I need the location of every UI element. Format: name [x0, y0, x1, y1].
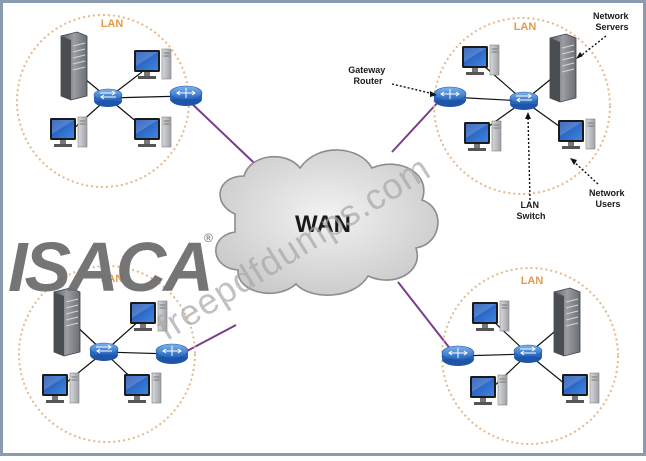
server-icon [553, 287, 581, 357]
callout-gateway-router: Gateway Router [348, 65, 388, 86]
gateway-router-icon [441, 345, 475, 367]
gateway-router-icon [433, 86, 467, 108]
lan-label: LAN [101, 273, 124, 285]
server-icon [60, 31, 88, 101]
registered-mark: ® [204, 231, 213, 245]
pointer-network-users [571, 159, 599, 185]
callout-lan-switch: LAN Switch [516, 200, 545, 221]
lan-label: LAN [521, 275, 544, 287]
lan-switch-icon [93, 88, 123, 108]
lan-top-left: LAN [16, 14, 203, 188]
callout-pointers [391, 35, 607, 201]
server-icon [549, 33, 577, 103]
lan-switch-icon [509, 91, 539, 111]
wan-cloud: WAN [215, 149, 439, 296]
link-top-right [391, 99, 441, 153]
callout-arrowheads [430, 52, 583, 165]
gateway-router-icon [169, 85, 203, 107]
lan-boundary [433, 17, 611, 195]
lan-boundary [18, 265, 196, 443]
wan-label: WAN [295, 211, 351, 238]
isaca-logo-text: ISACA [8, 228, 211, 306]
lan-label: LAN [514, 21, 537, 33]
watermark-isaca: ISACA ® [8, 228, 214, 306]
lan-bottom-right: LAN [441, 267, 619, 445]
lan-label: LAN [101, 18, 124, 30]
pointer-gateway-router [391, 83, 435, 95]
lan-switch-icon [89, 342, 119, 362]
lan-switch-icon [513, 344, 543, 364]
callout-network-users: Network Users [589, 188, 627, 209]
link-bottom-right [397, 281, 456, 356]
callout-network-servers: Network Servers [593, 11, 631, 32]
lan-top-right: LAN [433, 17, 611, 195]
lan-bottom-left: LAN [18, 265, 196, 443]
pointer-network-servers [577, 35, 607, 59]
callouts: Network Servers Gateway Router LAN Switc… [348, 11, 631, 221]
